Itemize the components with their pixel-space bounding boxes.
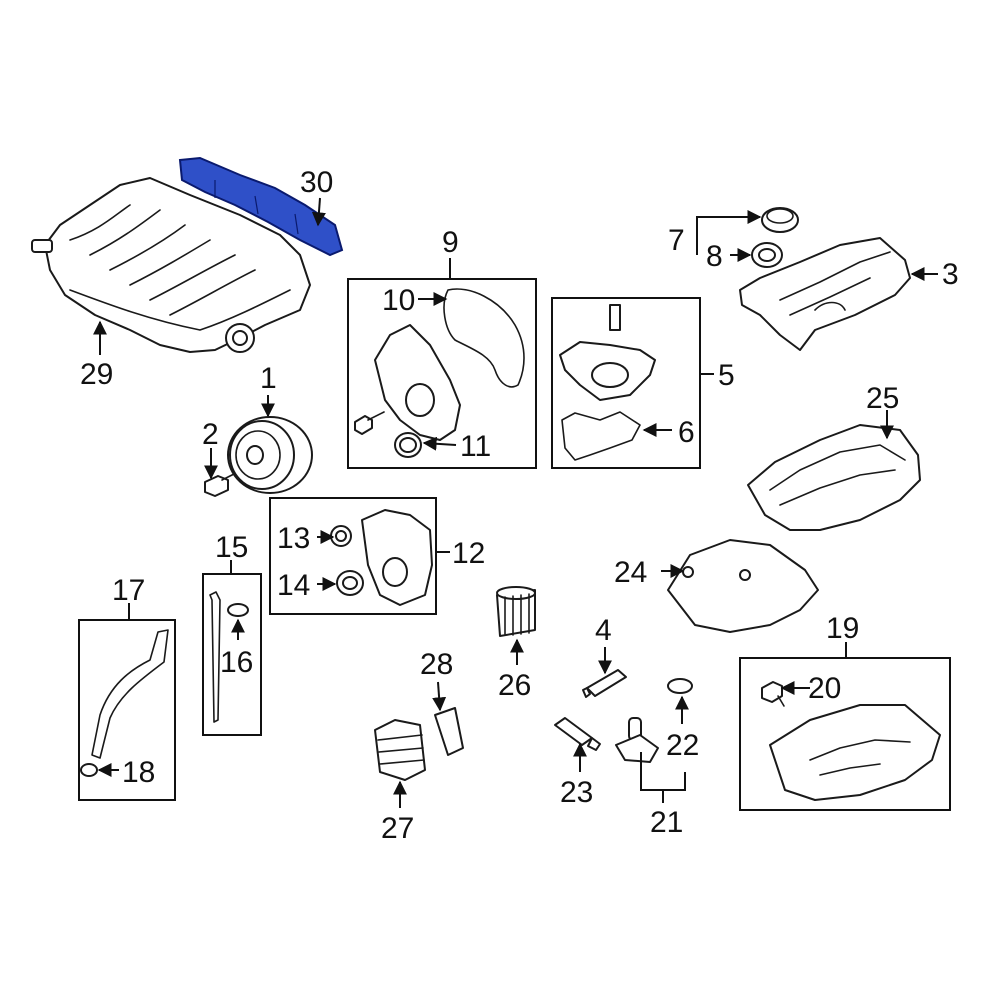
callout-24: 24 — [614, 556, 647, 589]
part-16-o-ring[interactable] — [227, 603, 249, 617]
callout-17: 17 — [112, 574, 145, 607]
part-26-oil-filter[interactable] — [496, 586, 536, 637]
callout-10: 10 — [382, 284, 415, 317]
part-4-sealant-tube[interactable] — [582, 669, 627, 698]
callout-19: 19 — [826, 612, 859, 645]
part-17-dipstick-tube[interactable] — [91, 629, 169, 759]
part-15-dipstick[interactable] — [209, 591, 221, 723]
part-29-intake-manifold[interactable] — [31, 177, 311, 353]
callout-1: 1 — [260, 362, 277, 395]
part-9-timing-cover[interactable] — [374, 324, 461, 441]
callout-18: 18 — [122, 756, 155, 789]
part-3-valve-cover[interactable] — [739, 237, 911, 351]
callout-27: 27 — [381, 812, 414, 845]
part-30-intake-gasket[interactable] — [178, 156, 344, 257]
leader-lines — [93, 197, 938, 808]
callout-6: 6 — [678, 416, 695, 449]
callout-29: 29 — [80, 358, 113, 391]
callout-5: 5 — [718, 359, 735, 392]
part-12-seal-housing[interactable] — [361, 509, 433, 606]
part-1-crank-pulley[interactable] — [227, 416, 313, 494]
callout-9: 9 — [442, 226, 459, 259]
part-19-oil-pan-lower[interactable] — [769, 704, 941, 801]
callout-30: 30 — [300, 166, 333, 199]
callout-25: 25 — [866, 382, 899, 415]
callout-21: 21 — [650, 806, 683, 839]
part-8-cap-seal[interactable] — [751, 242, 783, 268]
part-5-oil-separator[interactable] — [559, 304, 656, 401]
part-28-cooler-gasket[interactable] — [434, 707, 464, 756]
part-10-cover-gasket[interactable] — [443, 288, 525, 388]
callout-12: 12 — [452, 537, 485, 570]
group-box-12 — [269, 497, 437, 615]
part-18-o-ring[interactable] — [80, 763, 98, 777]
callout-3: 3 — [942, 258, 959, 291]
callout-26: 26 — [498, 669, 531, 702]
callout-13: 13 — [277, 522, 310, 555]
callout-4: 4 — [595, 614, 612, 647]
part-21-oil-level-sensor[interactable] — [615, 717, 659, 763]
part-25-oil-pan-upper[interactable] — [747, 424, 921, 531]
part-6-separator-gasket[interactable] — [561, 411, 641, 461]
part-14-seal[interactable] — [336, 570, 364, 596]
callout-2: 2 — [202, 418, 219, 451]
callout-22: 22 — [666, 729, 699, 762]
callout-14: 14 — [277, 569, 310, 602]
part-23-sealant-tube[interactable] — [554, 717, 601, 751]
callout-11: 11 — [460, 430, 491, 463]
part-20-drain-bolt[interactable] — [761, 681, 785, 707]
callout-23: 23 — [560, 776, 593, 809]
group-box-17 — [78, 619, 176, 801]
callout-28: 28 — [420, 648, 453, 681]
part-24-baffle-plate[interactable] — [667, 539, 819, 633]
part-11-seal-ring[interactable] — [394, 432, 422, 458]
part-27-oil-cooler[interactable] — [374, 719, 426, 781]
group-box-5 — [551, 297, 701, 469]
callout-15: 15 — [215, 531, 248, 564]
part-9-bolt[interactable] — [354, 411, 385, 435]
callout-labels: 30 29 1 2 3 7 8 9 10 11 5 6 12 13 14 25 … — [80, 166, 959, 845]
part-22-o-ring[interactable] — [667, 678, 693, 694]
callout-16: 16 — [220, 646, 253, 679]
callout-7: 7 — [668, 224, 685, 257]
callout-8: 8 — [706, 240, 723, 273]
part-7-oil-filler-cap[interactable] — [761, 207, 799, 233]
group-box-9 — [347, 278, 537, 469]
part-2-bolt[interactable] — [204, 473, 235, 497]
part-13-seal[interactable] — [330, 525, 352, 547]
callout-20: 20 — [808, 672, 841, 705]
